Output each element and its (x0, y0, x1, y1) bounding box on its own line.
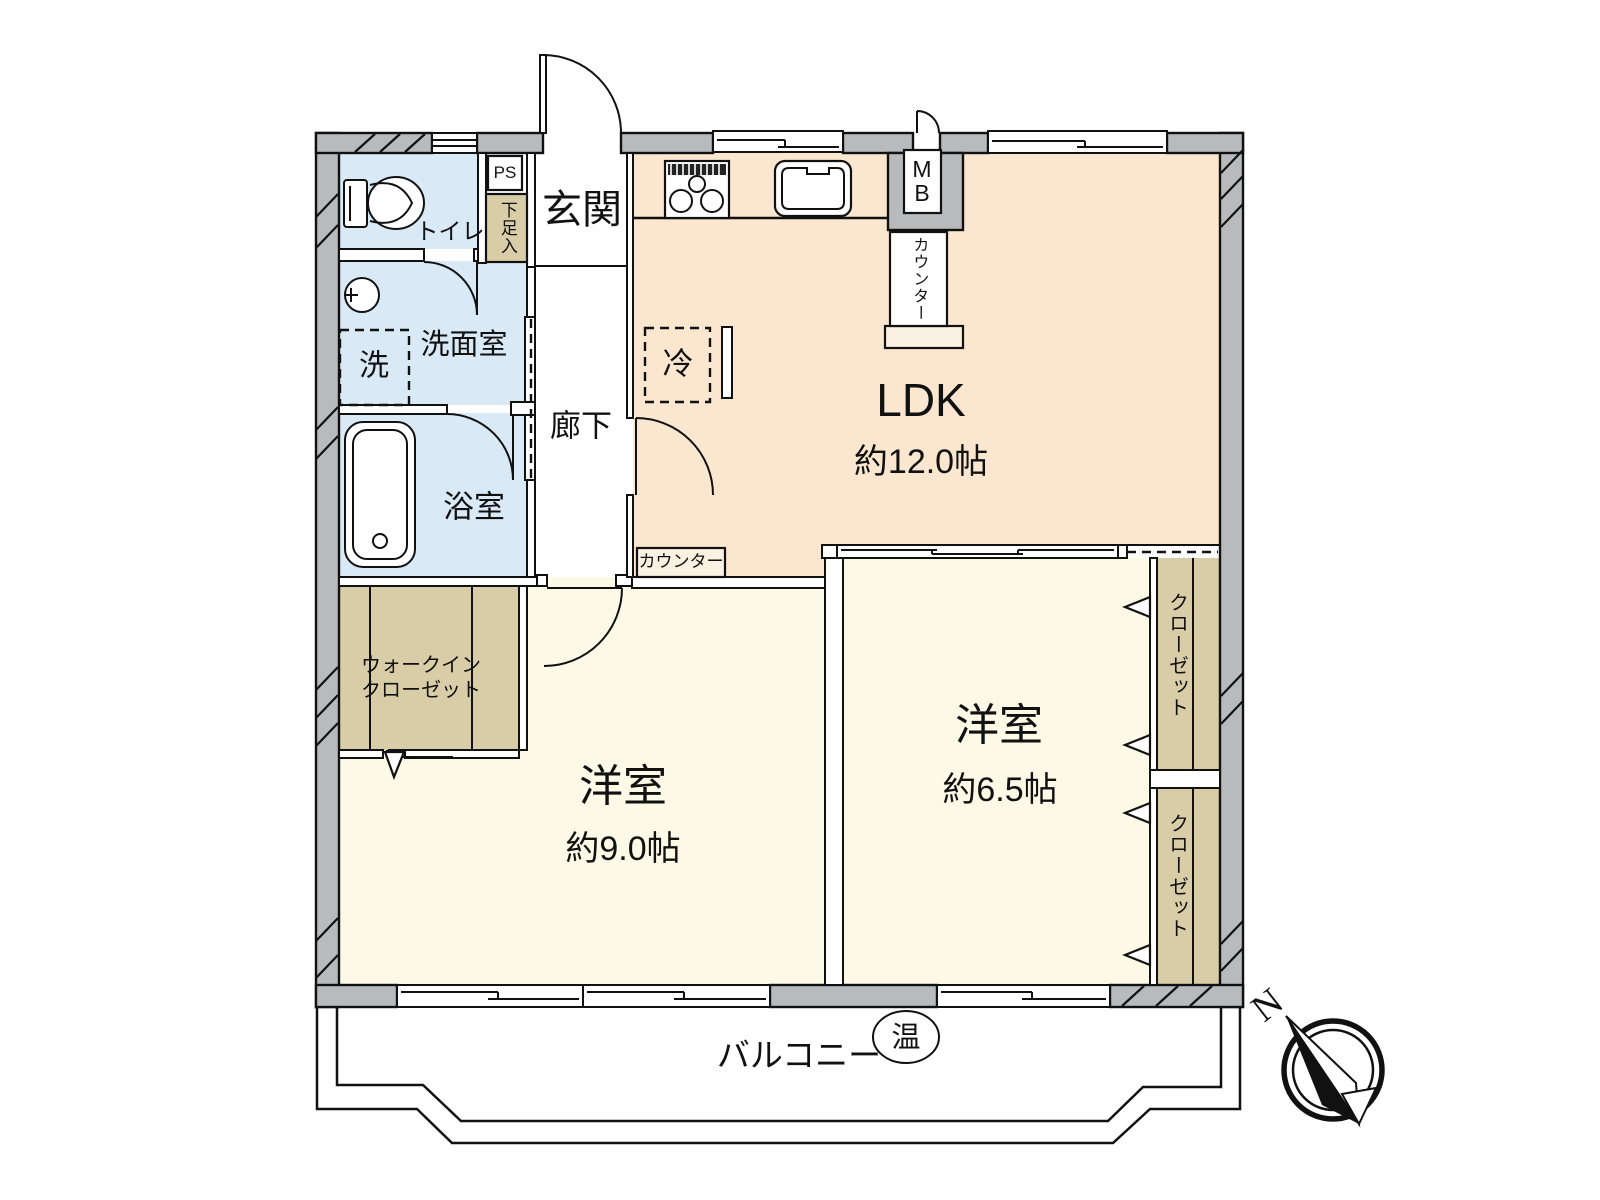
balcony-outline (315, 1007, 1242, 1145)
room-label-corridor: 廊下 (550, 408, 612, 444)
fixtures (338, 148, 965, 579)
toilet-window (431, 132, 478, 154)
fixture-label-meter-box: M B (912, 155, 932, 206)
room-label-ldk: LDK (876, 373, 966, 426)
outer-walls (314, 131, 1245, 1009)
ldk-door (635, 417, 714, 496)
room-label-balcony: バルコニー (716, 1036, 882, 1074)
closet-door-arrow (1122, 943, 1152, 967)
fixture-label-pipe-space: PS (493, 163, 517, 183)
room-size-bedroom65: 約6.5帖 (942, 771, 1058, 810)
closet-door-arrow (1122, 733, 1152, 757)
fixture-label-ldk-counter: カウンター (638, 552, 724, 572)
room-label-bedroom65: 洋室 (955, 700, 1043, 750)
fixture-label-fridge: 冷 (662, 346, 694, 382)
water-heater-circle (872, 1010, 940, 1064)
room-label-wic-line1: ウォークイン (361, 654, 481, 677)
balcony-window-left (396, 984, 771, 1008)
ldk-window (987, 130, 1168, 154)
room-label-closet-lower: クローゼット (1165, 813, 1188, 939)
fixture-label-washer: 洗 (359, 349, 389, 383)
ldk-counter-box (635, 546, 727, 579)
fixture-label-shoe-cabinet: 下足入 (497, 201, 517, 255)
room-label-bedroom9: 洋室 (579, 761, 667, 811)
entrance-door (539, 54, 622, 134)
bedroom9-door (543, 587, 623, 667)
shoe-cabinet-box (484, 192, 529, 264)
room-label-washroom: 洗面室 (420, 328, 508, 361)
room-floors (339, 153, 1220, 985)
washbasin-icon (344, 277, 380, 313)
room-label-entrance: 玄関 (542, 188, 622, 232)
fridge-space-dashed (643, 326, 712, 404)
room-size-bedroom9: 約9.0帖 (565, 830, 681, 869)
bathroom-door (446, 413, 514, 481)
kitchen-window (712, 130, 844, 153)
closet-door-arrow (1122, 595, 1152, 619)
toilet-icon (343, 176, 425, 230)
wall-right (1218, 131, 1245, 1009)
bathtub-icon (344, 421, 416, 568)
room-label-bathroom: 浴室 (443, 489, 505, 525)
closet-door-arrow (1122, 801, 1152, 825)
balcony-window-right (936, 984, 1111, 1008)
doors (383, 54, 1152, 967)
room-label-toilet: トイレ (415, 217, 485, 244)
room-size-ldk: 約12.0帖 (853, 443, 989, 482)
sliding-partition (836, 544, 1119, 559)
wall-bottom (314, 983, 399, 1009)
toilet-door (423, 261, 478, 316)
ldk-counter-base (883, 324, 965, 350)
sink-icon (773, 159, 853, 218)
meter-box (902, 148, 943, 215)
fixture-label-kitchen-counter: カウンター (910, 236, 928, 322)
kitchen-counter-box (888, 230, 949, 328)
wic-folding-door-arrow (383, 750, 406, 781)
meter-box-door (916, 110, 940, 134)
room-label-wic-line2: クローゼット (361, 679, 481, 702)
wall-left (314, 131, 341, 1009)
pipe-space-box (486, 154, 524, 192)
wall-hatching (315, 133, 1244, 1007)
windows (388, 130, 1168, 1008)
compass-icon (1281, 1015, 1385, 1128)
water-heater-label: 温 (891, 1021, 921, 1054)
washer-space-dashed (338, 328, 411, 407)
stove-icon (663, 159, 731, 220)
room-label-closet-upper: クローゼット (1165, 592, 1188, 718)
